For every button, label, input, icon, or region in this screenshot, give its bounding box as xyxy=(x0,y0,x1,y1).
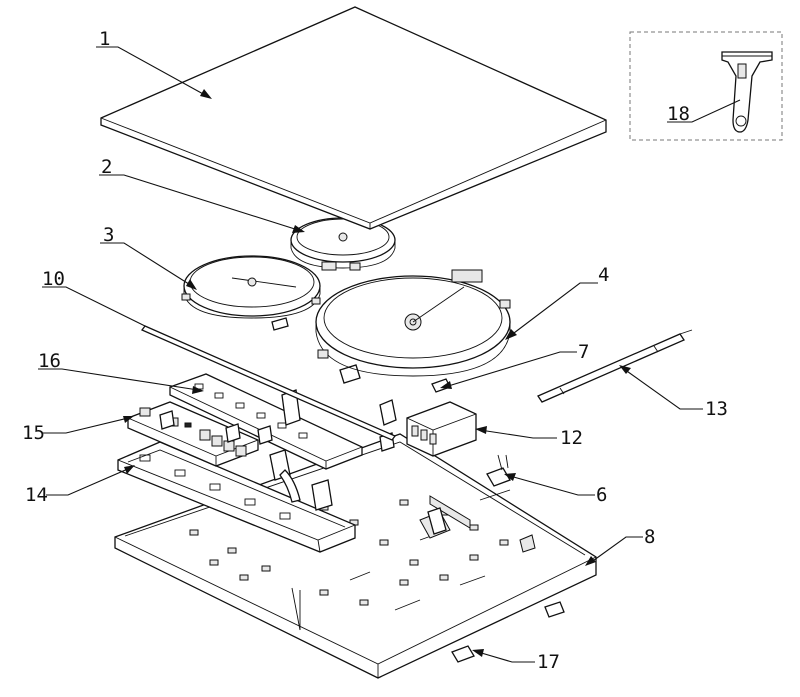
part-10-bar xyxy=(140,325,397,441)
label-15: 15 xyxy=(22,422,45,444)
brackets xyxy=(159,317,447,535)
label-10: 10 xyxy=(42,268,65,290)
label-13: 13 xyxy=(705,398,728,420)
part-4-large-heater xyxy=(315,269,511,377)
label-8: 8 xyxy=(644,526,655,548)
label-18: 18 xyxy=(667,103,690,125)
part-3-left-heater xyxy=(181,255,321,319)
part-6-clip xyxy=(486,454,511,487)
label-17: 17 xyxy=(537,651,560,673)
label-1: 1 xyxy=(99,28,110,50)
label-4: 4 xyxy=(598,264,609,286)
part-1-glass-top xyxy=(100,6,607,230)
label-7: 7 xyxy=(578,341,589,363)
part-14-frame xyxy=(117,441,356,553)
part-13-sensor-rod xyxy=(537,329,693,403)
part-16-touch-board xyxy=(169,373,363,470)
label-14: 14 xyxy=(25,484,48,506)
label-2: 2 xyxy=(101,156,112,178)
leader-lines xyxy=(38,46,741,663)
label-12: 12 xyxy=(560,427,583,449)
part-17-foot xyxy=(451,601,565,663)
part-labels: 1 2 3 4 6 7 8 10 12 13 14 15 16 17 18 xyxy=(22,28,728,673)
part-18-scraper xyxy=(629,31,783,141)
label-16: 16 xyxy=(38,350,61,372)
label-6: 6 xyxy=(596,484,607,506)
label-3: 3 xyxy=(103,224,114,246)
part-12-fan-module xyxy=(406,401,477,457)
